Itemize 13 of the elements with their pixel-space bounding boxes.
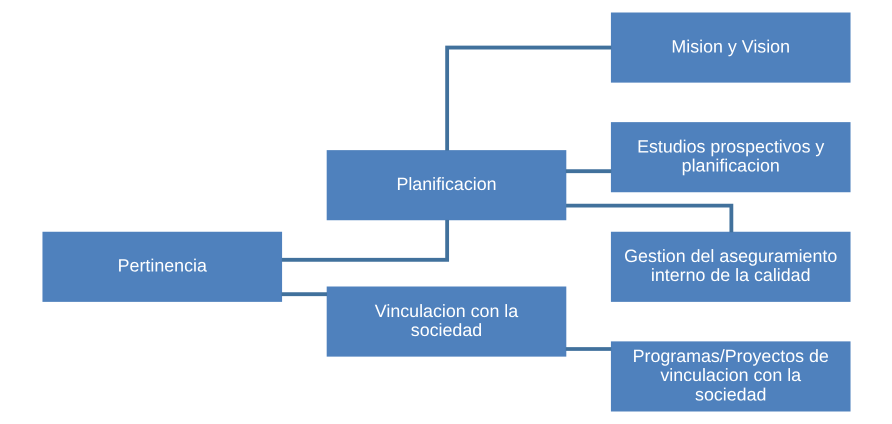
node-box: Programas/Proyectos de vinculacion con la sociedad (610, 341, 850, 412)
connector (281, 220, 449, 262)
connector (565, 169, 611, 174)
node-box: Vinculacion con la sociedad (326, 286, 566, 357)
connector (566, 204, 733, 232)
connector (281, 292, 327, 296)
connector (565, 347, 611, 351)
node-box: Gestion del aseguramiento interno de la calidad (610, 232, 850, 302)
connector (444, 46, 611, 150)
node-box: Pertinencia (42, 232, 282, 302)
node-box: Estudios prospectivos y planificacion (610, 122, 850, 192)
node-box: Mision y Vision (610, 12, 850, 83)
node-box: Planificacion (326, 150, 566, 220)
